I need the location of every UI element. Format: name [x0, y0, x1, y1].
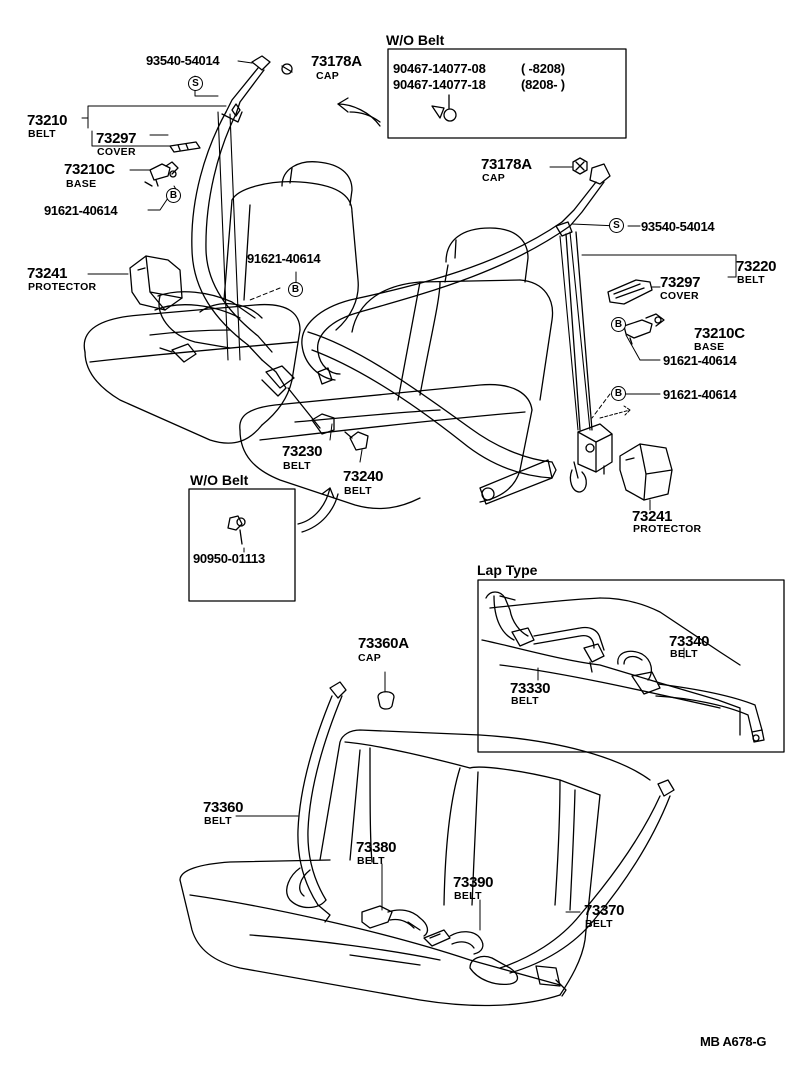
lap-type-title: Lap Type	[477, 562, 538, 578]
left-small-parts	[144, 63, 293, 187]
part-number-73230: 73230	[282, 443, 323, 460]
part-number-73370: 73370	[584, 902, 625, 919]
part-number-73390: 73390	[453, 874, 494, 891]
symbol-b-right-2: B	[611, 386, 626, 401]
part-number-91621-40614-mid: 91621-40614	[247, 251, 321, 266]
reference-code: MB A678-G	[700, 1034, 767, 1049]
lap-type-inset	[477, 579, 785, 753]
part-number-73210c-right: 73210C	[694, 325, 745, 342]
belt-label-73340: BELT	[670, 648, 698, 660]
part-number-93540-54014-top: 93540-54014	[146, 53, 220, 68]
cap-label-right: CAP	[482, 172, 506, 184]
protector-label-left: PROTECTOR	[28, 281, 97, 293]
belt-label-73240: BELT	[344, 485, 372, 497]
right-belt-assembly	[301, 163, 673, 505]
part-number-73297-left: 73297	[96, 130, 137, 147]
part-number-73240: 73240	[343, 468, 384, 485]
range-90467-08: ( -8208)	[521, 61, 565, 76]
part-number-91621-40614-right-2: 91621-40614	[663, 387, 737, 402]
symbol-b-left: B	[166, 188, 181, 203]
protector-label-right: PROTECTOR	[633, 523, 702, 535]
belt-label-73380: BELT	[357, 855, 385, 867]
cover-label-right: COVER	[660, 290, 699, 302]
part-number-93540-54014-right: 93540-54014	[641, 219, 715, 234]
part-number-90467-14077-08: 90467-14077-08	[393, 61, 486, 76]
part-number-73340: 73340	[669, 633, 710, 650]
base-label-right: BASE	[694, 341, 725, 353]
belt-label-73210: BELT	[28, 128, 56, 140]
wo-belt-bottom-inset	[188, 487, 339, 602]
wo-belt-bottom-title: W/O Belt	[190, 472, 249, 488]
range-90467-18: (8208- )	[521, 77, 565, 92]
belt-label-73230: BELT	[283, 460, 311, 472]
symbol-b-right-1: B	[611, 317, 626, 332]
leader-lines	[81, 60, 737, 931]
part-number-91621-40614-left: 91621-40614	[44, 203, 118, 218]
part-number-73330: 73330	[510, 680, 551, 697]
rear-belts	[286, 681, 675, 997]
base-label-left: BASE	[66, 178, 97, 190]
part-number-73178a-top: 73178A	[311, 53, 362, 70]
part-number-90467-14077-18: 90467-14077-18	[393, 77, 486, 92]
symbol-s-top-left: S	[188, 76, 203, 91]
symbol-b-mid: B	[288, 282, 303, 297]
cover-label-left: COVER	[97, 146, 136, 158]
rear-bench-seat	[179, 729, 651, 1007]
cap-label-top: CAP	[316, 70, 340, 82]
belt-label-73390: BELT	[454, 890, 482, 902]
belt-label-73370: BELT	[585, 918, 613, 930]
part-number-73178a-right: 73178A	[481, 156, 532, 173]
symbol-s-right: S	[609, 218, 624, 233]
belt-label-73330: BELT	[511, 695, 539, 707]
belt-label-73220: BELT	[737, 274, 765, 286]
part-number-73360a: 73360A	[358, 635, 409, 652]
wo-belt-top-inset	[337, 48, 627, 139]
part-number-73297-right: 73297	[660, 274, 701, 291]
part-number-91621-40614-right-1: 91621-40614	[663, 353, 737, 368]
part-number-73380: 73380	[356, 839, 397, 856]
wo-belt-top-title: W/O Belt	[386, 32, 445, 48]
part-number-73241-left: 73241	[27, 265, 68, 282]
part-number-73210c-left: 73210C	[64, 161, 115, 178]
left-belt-assembly	[129, 55, 369, 451]
belt-label-73360: BELT	[204, 815, 232, 827]
part-number-90950-01113: 90950-01113	[193, 551, 265, 566]
part-number-73241-right: 73241	[632, 508, 673, 525]
part-number-73220: 73220	[736, 258, 777, 275]
cap-label-73360a: CAP	[358, 652, 382, 664]
right-small-parts	[572, 157, 665, 345]
part-number-73360: 73360	[203, 799, 244, 816]
part-number-73210: 73210	[27, 112, 68, 129]
